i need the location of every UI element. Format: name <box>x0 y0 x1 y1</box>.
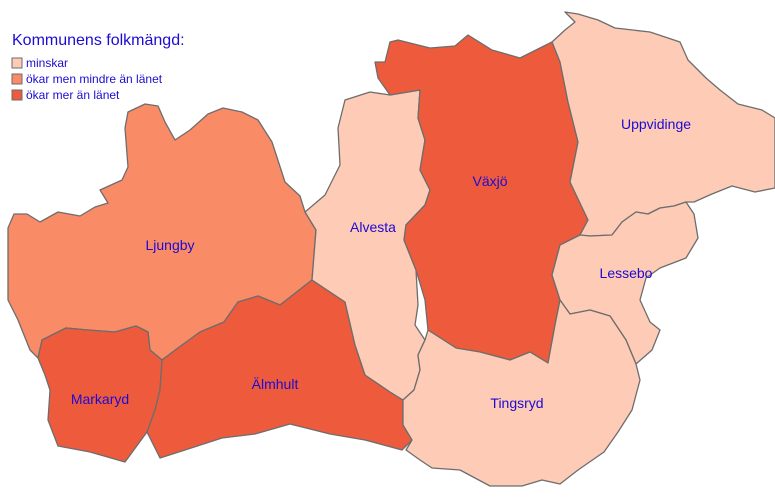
label-alvesta: Alvesta <box>350 219 396 235</box>
legend-title: Kommunens folkmängd: <box>12 32 185 49</box>
legend-label-above: ökar mer än länet <box>26 88 120 102</box>
legend: Kommunens folkmängd: minskar ökar men mi… <box>11 32 185 102</box>
legend-swatch-above <box>11 89 23 101</box>
municipality-tingsryd[interactable] <box>402 299 641 487</box>
label-almhult: Älmhult <box>252 376 299 392</box>
label-uppvidinge: Uppvidinge <box>621 116 691 132</box>
label-tingsryd: Tingsryd <box>490 395 543 411</box>
legend-swatch-decrease <box>11 57 23 69</box>
legend-label-below: ökar men mindre än länet <box>26 72 163 86</box>
municipality-uppvidinge[interactable] <box>551 11 775 237</box>
legend-label-decrease: minskar <box>26 56 68 70</box>
label-ljungby: Ljungby <box>145 237 194 253</box>
label-markaryd: Markaryd <box>71 391 129 407</box>
legend-swatch-below <box>11 73 23 85</box>
label-vaxjo: Växjö <box>472 173 507 189</box>
label-lessebo: Lessebo <box>600 265 653 281</box>
